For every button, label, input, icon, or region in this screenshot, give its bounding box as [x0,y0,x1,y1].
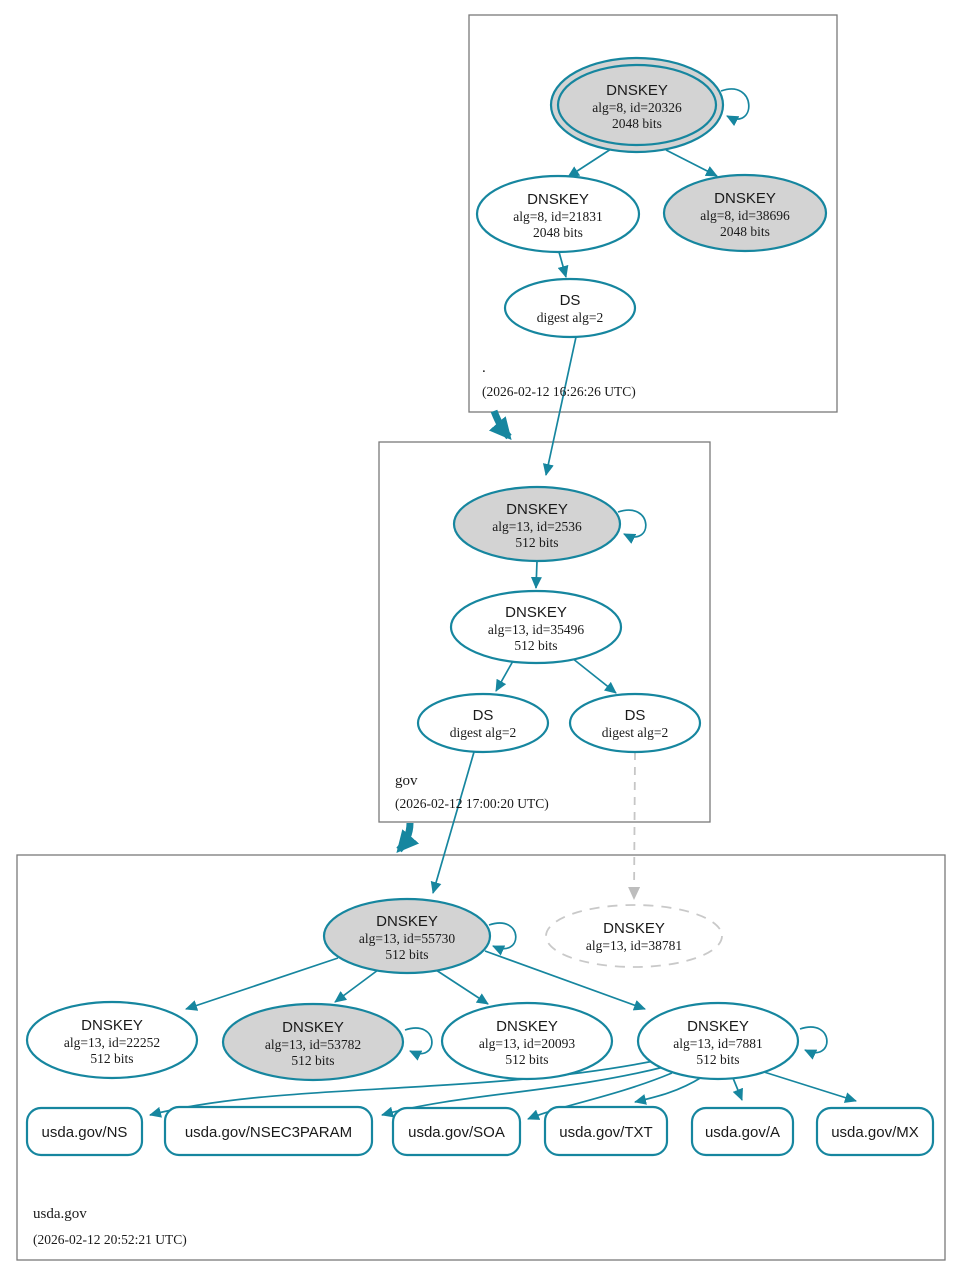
node-detail: alg=13, id=55730 [359,931,455,946]
node-title: DNSKEY [496,1018,558,1035]
zone-timestamp-gov: (2026-02-12 17:00:20 UTC) [395,796,549,811]
edge-root-ds-to-gov-ksk [542,336,577,476]
node-detail: 2048 bits [720,224,770,239]
rrset-label: usda.gov/TXT [559,1124,652,1141]
zone-timestamp-root: (2026-02-12 16:26:26 UTC) [482,384,636,399]
edge-zsk4-to-txt [634,1076,703,1105]
node-detail: alg=13, id=22252 [64,1035,160,1050]
edge-usda-ksk-self-sign [488,922,517,956]
node-detail: 512 bits [696,1052,739,1067]
zone-label-gov: gov [395,773,418,789]
node-title: DNSKEY [687,1018,749,1035]
node-detail: alg=13, id=7881 [673,1036,762,1051]
zone-label-usda-gov: usda.gov [33,1206,87,1222]
edge-zsk4-to-mx [763,1071,857,1103]
node-title: DNSKEY [505,604,567,621]
node-detail: 512 bits [515,535,558,550]
node-detail: 2048 bits [533,225,583,240]
edge-gov-zsk-to-ds-left [495,660,514,692]
edge-gov-ksk-to-zsk [530,560,542,589]
node-detail: alg=13, id=35496 [488,622,584,637]
node-detail: 2048 bits [612,116,662,131]
edge-usda-ksk-to-zsk2 [334,969,379,1003]
zone-label-root: . [482,360,486,376]
node-detail: alg=8, id=20326 [592,100,682,115]
node-title: DNSKEY [506,501,568,518]
edge-zsk4-to-a [732,1077,743,1101]
edge-delegation-root-to-gov [488,409,512,441]
node-title: DNSKEY [527,191,589,208]
node-dnskey-7881[interactable]: DNSKEY alg=13, id=7881 512 bits [636,1001,800,1081]
node-dnskey-53782[interactable]: DNSKEY alg=13, id=53782 512 bits [221,1002,405,1082]
node-dnskey-38781-missing[interactable]: DNSKEY alg=13, id=38781 [545,904,723,968]
node-title: DS [473,707,494,724]
node-detail: 512 bits [90,1051,133,1066]
node-ds-root[interactable]: DS digest alg=2 [503,277,637,339]
edge-gov-ds-to-usda-ksk [430,751,475,894]
node-detail: 512 bits [505,1052,548,1067]
edge-gov-ksk-self-sign [617,509,647,544]
node-detail: alg=8, id=21831 [513,209,602,224]
node-dnskey-35496[interactable]: DNSKEY alg=13, id=35496 512 bits [449,589,623,665]
rrset-label: usda.gov/A [705,1124,780,1141]
edge-usda-ksk-to-zsk1 [185,957,339,1011]
node-title: DNSKEY [714,190,776,207]
node-dnskey-20326[interactable]: DNSKEY alg=8, id=20326 2048 bits [549,56,725,154]
node-title: DNSKEY [603,920,665,937]
rrset-usda-gov-txt[interactable]: usda.gov/TXT [543,1105,669,1157]
node-title: DNSKEY [376,913,438,930]
node-title: DNSKEY [81,1017,143,1034]
node-detail: digest alg=2 [450,725,516,740]
node-detail: alg=13, id=53782 [265,1037,361,1052]
node-title: DS [625,707,646,724]
node-title: DS [560,292,581,309]
node-ds-gov-left[interactable]: DS digest alg=2 [416,692,550,754]
edge-gov-zsk-to-ds-right [571,657,617,694]
rrset-usda-gov-a[interactable]: usda.gov/A [690,1106,795,1157]
node-detail: alg=13, id=20093 [479,1036,575,1051]
rrset-label: usda.gov/SOA [408,1124,505,1141]
node-dnskey-22252[interactable]: DNSKEY alg=13, id=22252 512 bits [25,1000,199,1080]
node-detail: alg=8, id=38696 [700,208,790,223]
edge-delegation-gov-to-usda [396,822,420,854]
zone-box-gov [378,441,711,823]
edge-root-ksk-to-zsk [567,148,612,178]
node-detail: 512 bits [291,1053,334,1068]
node-detail: alg=13, id=38781 [586,938,682,953]
node-dnskey-21831[interactable]: DNSKEY alg=8, id=21831 2048 bits [475,174,641,254]
zone-timestamp-usda-gov: (2026-02-12 20:52:21 UTC) [33,1232,187,1247]
edge-zsk4-to-soa [527,1072,673,1120]
rrset-usda-gov-soa[interactable]: usda.gov/SOA [391,1106,522,1157]
edge-usda-zsk4-self-sign [799,1026,828,1060]
edge-usda-ksk-to-zsk4 [484,950,646,1011]
edge-usda-zsk2-self-sign [404,1027,433,1061]
edge-usda-ksk-to-zsk3 [435,969,489,1005]
node-detail: 512 bits [514,638,557,653]
edge-gov-ds-to-missing-dnskey [628,751,641,900]
node-detail: 512 bits [385,947,428,962]
edge-root-zsk-to-ds [557,251,569,278]
rrset-label: usda.gov/NS [42,1124,128,1141]
node-detail: alg=13, id=2536 [492,519,582,534]
rrset-usda-gov-mx[interactable]: usda.gov/MX [815,1106,935,1157]
node-dnskey-38696[interactable]: DNSKEY alg=8, id=38696 2048 bits [662,173,828,253]
node-dnskey-2536[interactable]: DNSKEY alg=13, id=2536 512 bits [452,485,622,563]
rrset-usda-gov-ns[interactable]: usda.gov/NS [25,1106,144,1157]
node-title: DNSKEY [282,1019,344,1036]
zone-box-root [468,14,838,413]
node-dnskey-20093[interactable]: DNSKEY alg=13, id=20093 512 bits [440,1001,614,1081]
node-detail: digest alg=2 [537,310,603,325]
node-ds-gov-right[interactable]: DS digest alg=2 [568,692,702,754]
node-dnskey-55730[interactable]: DNSKEY alg=13, id=55730 512 bits [322,897,492,975]
rrset-label: usda.gov/NSEC3PARAM [185,1124,352,1141]
edge-root-ksk-self-sign [720,88,750,127]
rrset-usda-gov-nsec3param[interactable]: usda.gov/NSEC3PARAM [163,1105,374,1157]
zone-box-usda-gov [16,854,946,1261]
rrset-label: usda.gov/MX [831,1124,919,1141]
edge-zsk4-to-ns [149,1058,665,1118]
node-title: DNSKEY [606,82,668,99]
edge-root-ksk-to-ksk2 [665,149,718,177]
node-detail: digest alg=2 [602,725,668,740]
